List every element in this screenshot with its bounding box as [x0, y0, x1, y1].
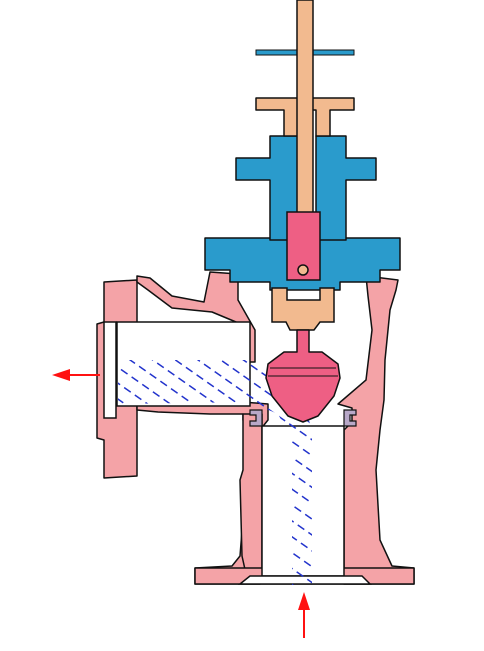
stem-connector	[286, 211, 321, 281]
flow-path	[118, 360, 312, 585]
inlet-left-wall	[239, 413, 263, 575]
bonnet-yoke-right	[315, 135, 377, 241]
arrow-up-icon	[298, 592, 310, 638]
gasket-right	[343, 409, 357, 427]
outlet-port	[103, 321, 117, 419]
seat-gaskets	[249, 409, 357, 427]
valve-plug	[265, 329, 341, 423]
gasket-left	[249, 409, 263, 427]
outlet-upper-wall	[136, 271, 256, 363]
arrow-left-icon	[52, 369, 100, 381]
guide-bushing	[271, 287, 335, 331]
body-right-wall	[337, 275, 415, 585]
packing-nut	[255, 97, 355, 137]
valve-body	[96, 271, 415, 585]
